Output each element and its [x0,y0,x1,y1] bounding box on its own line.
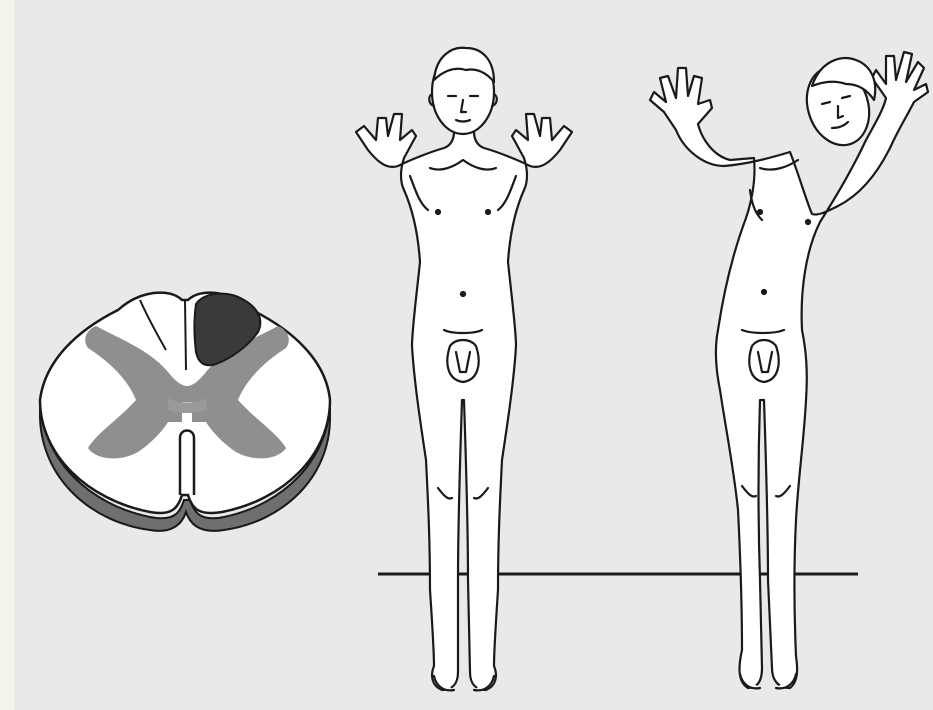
posterior-median-septum [185,300,186,370]
scanned-illustration [14,0,933,710]
illustration-svg [14,0,933,710]
left-margin-strip [0,0,14,710]
figure2-genital [749,340,778,382]
figure1-genital [447,340,478,382]
